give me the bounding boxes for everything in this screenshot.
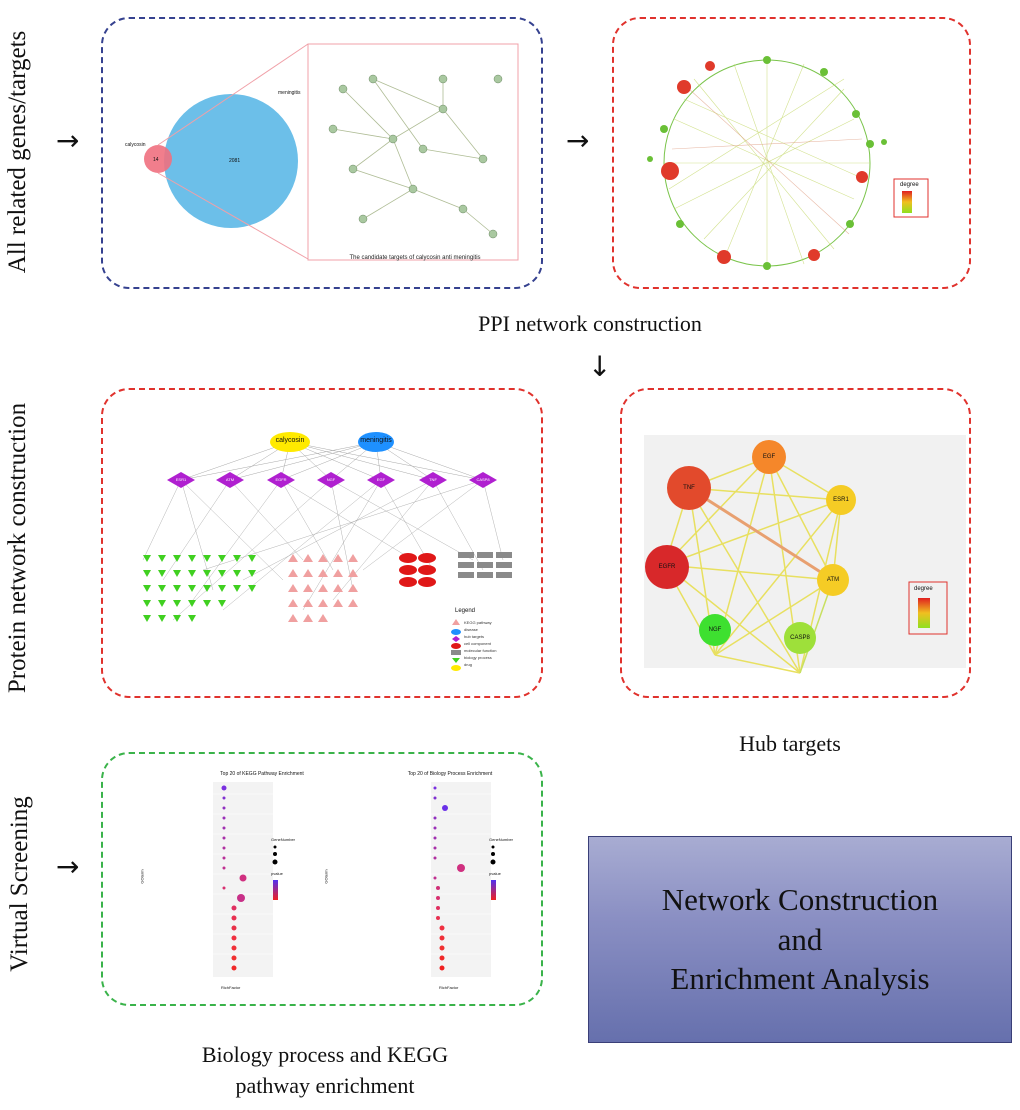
- kegg-plot-title: Top 20 of KEGG Pathway Enrichment: [220, 771, 304, 777]
- hub-node-ngf: [699, 614, 731, 646]
- hub-node-tnf: [667, 466, 711, 510]
- enrichment-panel: Top 20 of KEGG Pathway Enrichment Top 20…: [101, 752, 543, 1006]
- enrichment-plots-graphic: [213, 782, 496, 977]
- hub-label-atm: ATM: [826, 577, 840, 583]
- hub-label-casp8: CASP8: [790, 635, 810, 641]
- venn-panel: calycosin meningitis 2081 14 The candida…: [101, 17, 543, 289]
- hub-panel: TNF EGF ESR1 ATM CASP8 NGF EGFR degree: [620, 388, 971, 698]
- hub-node-atm: [817, 564, 849, 596]
- hub-label-egf: EGF: [762, 454, 776, 460]
- bp-x-label: RichFactor: [439, 985, 459, 990]
- legend-item-drug: drug: [464, 662, 473, 667]
- venn-caption: The candidate targets of calycosin anti …: [349, 255, 481, 261]
- hub-network-graphic: [644, 435, 966, 674]
- arrow-right-3: →: [56, 850, 80, 883]
- target-label-egf: EGF: [376, 477, 386, 482]
- target-label-esr1: ESR1: [175, 477, 187, 482]
- enrichment-caption-line1: Biology process and KEGG: [201, 1042, 449, 1067]
- compound-network-panel: calycosin meningitis ESR1 ATM EGFR NGF E…: [101, 388, 543, 698]
- degree-legend-box: [893, 178, 929, 218]
- disease-node-meningitis: [358, 432, 394, 452]
- hub-node-casp8: [784, 622, 816, 654]
- legend-item-mf: molecular function: [464, 648, 497, 653]
- enrichment-caption: Biology process and KEGG pathway enrichm…: [120, 1039, 530, 1101]
- hub-label-egfr: EGFR: [658, 564, 676, 570]
- hub-label-esr1: ESR1: [833, 497, 849, 503]
- legend-item-disease: disease: [464, 627, 478, 632]
- compound-network-graphic: [142, 432, 512, 671]
- venn-label-overlap: 14: [153, 157, 159, 163]
- hub-caption: Hub targets: [739, 731, 841, 756]
- venn-circle-calycosin: [144, 145, 172, 173]
- summary-title-box: Network Construction and Enrichment Anal…: [588, 836, 1012, 1043]
- compound-legend-title: Legend: [455, 608, 476, 614]
- candidate-network-frame: [307, 43, 519, 261]
- hub-label-tnf: TNF: [683, 485, 695, 491]
- side-label-genes: All related genes/targets: [4, 30, 31, 274]
- target-label-ngf: NGF: [326, 477, 336, 482]
- kegg-size-legend: GeneNumber: [271, 837, 296, 842]
- hub-degree-legend-label: degree: [914, 586, 933, 592]
- drug-node-calycosin: [270, 432, 310, 452]
- venn-label-calycosin: calycosin: [125, 142, 146, 148]
- kegg-y-label: GOterm: [139, 869, 145, 884]
- legend-item-bp: biology process: [464, 655, 492, 660]
- target-label-atm: ATM: [225, 477, 235, 482]
- bp-size-legend: GeneNumber: [489, 837, 514, 842]
- venn-graphic: [144, 43, 519, 261]
- legend-item-cc: cell component: [464, 641, 491, 646]
- target-label-tnf: TNF: [429, 477, 437, 482]
- venn-label-count: 2081: [229, 158, 241, 164]
- compound-legend-list: KEGG pathway disease hub targets cell co…: [464, 619, 496, 668]
- ppi-caption: PPI network construction: [478, 311, 702, 336]
- side-label-protein: Protein network construction: [4, 402, 31, 694]
- compound-legend-swatches: [451, 619, 461, 671]
- hub-label-ngf: NGF: [708, 627, 722, 633]
- degree-gradient: [902, 191, 912, 213]
- kegg-color-legend: pvalue: [271, 871, 283, 876]
- arrow-right-1: →: [56, 124, 80, 157]
- ppi-circle-graphic: [647, 56, 929, 270]
- hub-degree-gradient: [918, 598, 930, 628]
- title-line-1: Network Construction: [661, 882, 939, 918]
- degree-legend-label: degree: [900, 182, 919, 188]
- legend-item-hub: hub targets: [464, 634, 485, 639]
- disease-label-meningitis: meningitis: [360, 437, 392, 444]
- title-line-2: and: [777, 921, 823, 957]
- venn-label-meningitis: meningitis: [278, 90, 301, 96]
- ppi-circle-panel: degree: [612, 17, 971, 289]
- title-line-3: Enrichment Analysis: [670, 961, 930, 997]
- hub-node-egfr: [645, 545, 689, 589]
- drug-label-calycosin: calycosin: [275, 437, 305, 444]
- hub-node-esr1: [826, 485, 856, 515]
- side-label-virtual: Virtual Screening: [6, 796, 33, 972]
- kegg-x-label: RichFactor: [221, 985, 241, 990]
- bp-color-legend: pvalue: [489, 871, 501, 876]
- bp-y-label: GOterm: [323, 869, 329, 884]
- hub-degree-legend-box: [908, 581, 948, 635]
- hub-node-egf: [752, 440, 786, 474]
- arrow-down: ↓: [588, 350, 612, 383]
- target-label-egfr: EGFR: [275, 477, 287, 482]
- enrichment-caption-line2: pathway enrichment: [235, 1073, 415, 1098]
- target-label-casp8: CASP8: [476, 477, 490, 482]
- venn-circle-meningitis: [164, 94, 298, 228]
- arrow-right-2: →: [566, 124, 590, 157]
- legend-item-kegg: KEGG pathway: [464, 620, 492, 625]
- bp-plot-title: Top 20 of Biology Process Enrichment: [407, 771, 493, 777]
